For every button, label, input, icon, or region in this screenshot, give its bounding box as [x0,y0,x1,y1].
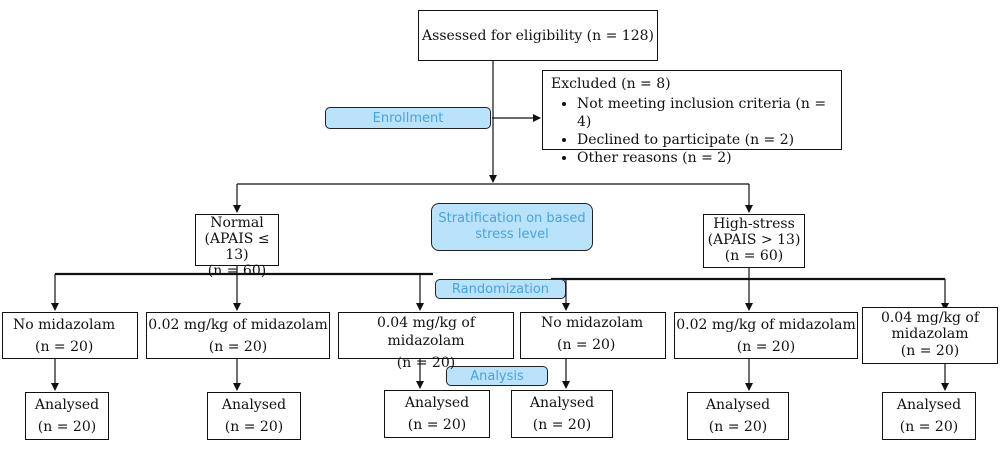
analysed-n: (n = 20) [532,417,592,433]
excluded-box: Excluded (n = 8) Not meeting inclusion c… [542,70,842,166]
group-n: (n = 20) [557,337,616,353]
group-box: 0.04 mg/kg of midazolam (n = 20) [338,312,514,371]
group-n: (n = 20) [900,343,960,359]
high-stratum-name: High-stress [713,216,795,232]
exclusion-reason: Not meeting inclusion criteria (n = 4) [577,95,841,131]
group-n: (n = 20) [396,355,456,371]
analysed-box: Analysed (n = 20) [511,390,613,438]
enrollment-label: Enrollment [325,107,491,129]
exclusion-reason: Other reasons (n = 2) [577,149,841,167]
group-n: (n = 20) [736,339,796,355]
randomization-label: Randomization [435,279,566,299]
group-box: 0.02 mg/kg of midazolam (n = 20) [146,312,330,359]
analysed-n: (n = 20) [708,419,768,435]
group-n: (n = 20) [208,339,268,355]
eligibility-text: Assessed for eligibility (n = 128) [422,28,654,44]
analysed-n: (n = 20) [899,419,959,435]
analysed-n: (n = 20) [224,419,284,435]
analysed-box: Analysed (n = 20) [882,392,976,440]
group-box: No midazolam (n = 20) [2,312,138,359]
group-box: No midazolam (n = 20) [520,312,666,359]
group-name: 0.02 mg/kg of midazolam [148,317,328,333]
analysed-text: Analysed [404,395,470,411]
analysed-box: Analysed (n = 20) [687,392,789,440]
group-box: 0.04 mg/kg of midazolam (n = 20) [862,307,998,364]
analysed-box: Analysed (n = 20) [25,392,109,440]
group-name: 0.04 mg/kg of midazolam [376,315,476,349]
high-stratum-n: (n = 60) [724,248,784,264]
normal-stratum-name: Normal [210,215,264,231]
analysed-box: Analysed (n = 20) [384,390,490,438]
group-name: 0.04 mg/kg of midazolam [880,310,980,342]
exclusion-reasons: Not meeting inclusion criteria (n = 4) D… [551,95,841,167]
group-box: 0.02 mg/kg of midazolam (n = 20) [674,312,858,359]
exclusion-reason: Declined to participate (n = 2) [577,131,841,149]
analysed-text: Analysed [529,395,595,411]
group-name: No midazolam [13,317,116,333]
eligibility-box: Assessed for eligibility (n = 128) [418,10,658,61]
group-name: 0.02 mg/kg of midazolam [676,317,856,333]
group-n: (n = 20) [35,339,94,355]
group-name: No midazolam [541,315,644,331]
normal-stratum-n: (n = 60) [207,263,267,279]
high-stratum-criterion: (APAIS > 13) [707,232,801,248]
analysed-text: Analysed [34,397,100,413]
analysed-n: (n = 20) [37,419,97,435]
analysed-box: Analysed (n = 20) [207,392,301,440]
high-stress-stratum-box: High-stress (APAIS > 13) (n = 60) [703,214,805,268]
analysed-n: (n = 20) [407,417,467,433]
analysed-text: Analysed [221,397,287,413]
normal-stratum-box: Normal (APAIS ≤ 13) (n = 60) [195,214,279,279]
analysed-text: Analysed [896,397,962,413]
stratification-label: Stratification on based stress level [431,203,593,251]
analysis-label: Analysis [446,366,548,386]
analysed-text: Analysed [705,397,771,413]
normal-stratum-criterion: (APAIS ≤ 13) [204,231,270,263]
excluded-title: Excluded (n = 8) [551,76,671,92]
